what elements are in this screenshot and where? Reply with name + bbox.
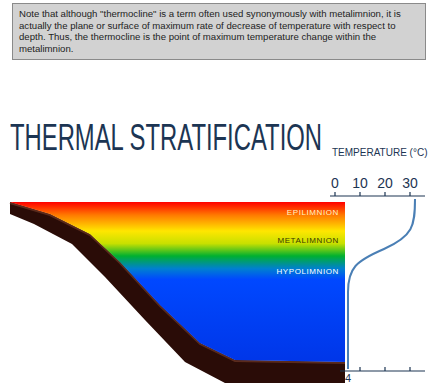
axis-title: TEMPERATURE (°C) (332, 148, 427, 158)
layer-label: METALIMNION (277, 237, 339, 245)
band-shape (84, 231, 345, 256)
water-layer-band: METALIMNION (0, 231, 345, 256)
diagram-title: THERMAL STRATIFICATION (10, 120, 322, 156)
band-shape (10, 202, 345, 231)
axis-number: 0 (331, 176, 339, 190)
water-layer-band: EPILIMNION (0, 202, 345, 231)
lake-bed (10, 202, 345, 383)
axis-number: 30 (402, 176, 418, 190)
lake-bed-edge (10, 203, 345, 363)
layer-label: EPILIMNION (287, 209, 339, 217)
temperature-curve (348, 199, 415, 369)
layer-label: HYPOLIMNION (276, 268, 339, 276)
note-box: Note that although "thermocline" is a te… (12, 3, 426, 60)
band-shape (114, 256, 345, 362)
axis-number: 20 (377, 176, 393, 190)
axis-number: 10 (352, 176, 368, 190)
note-text: Note that although "thermocline" is a te… (19, 8, 419, 55)
water-layer-band: HYPOLIMNION (0, 256, 345, 362)
axis-number: 4 (345, 373, 351, 384)
